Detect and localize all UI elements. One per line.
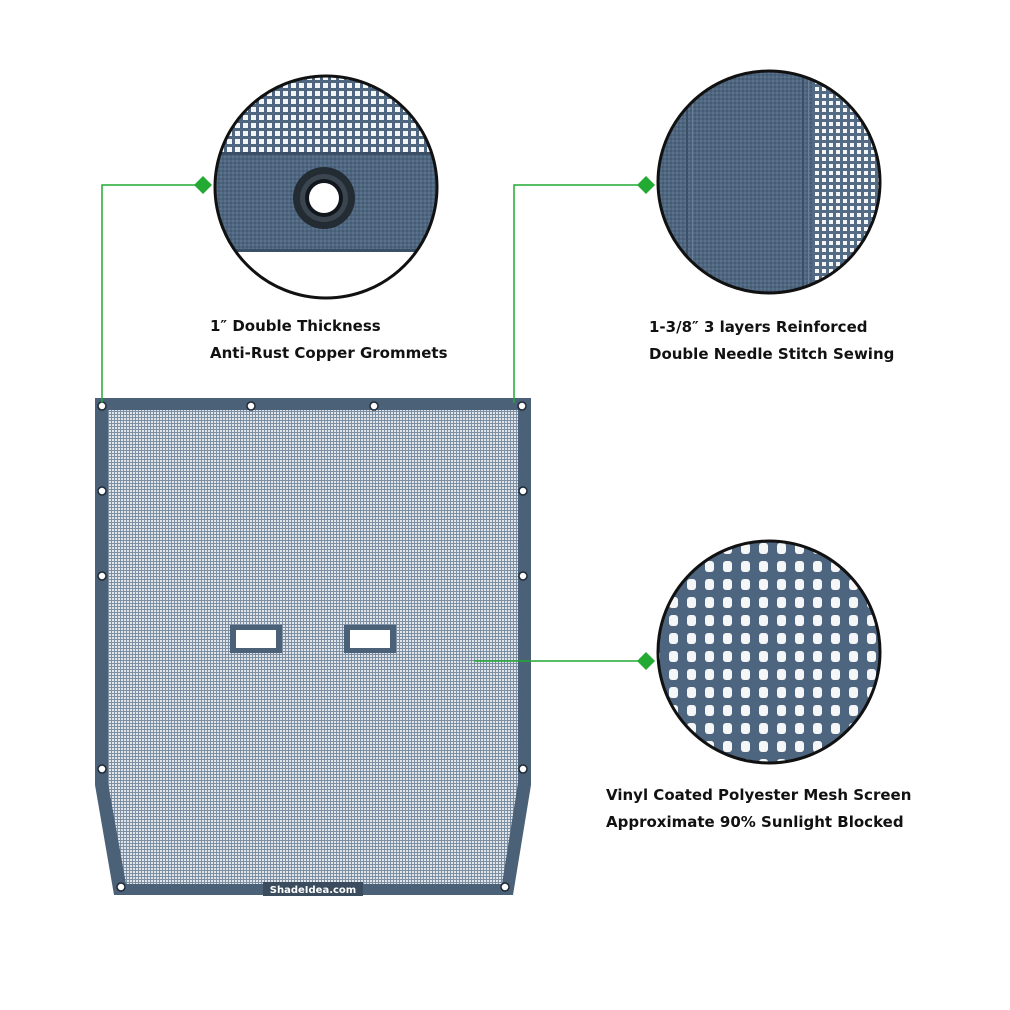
grommets <box>97 401 528 892</box>
grommet <box>97 764 107 774</box>
grommet <box>518 571 528 581</box>
grommet <box>518 764 528 774</box>
grommet <box>517 401 527 411</box>
zoom-circle-stitch <box>656 69 882 295</box>
grommet <box>116 882 126 892</box>
grommet <box>97 486 107 496</box>
caption-mesh-line1: Vinyl Coated Polyester Mesh Screen <box>606 786 912 804</box>
grommet <box>246 401 256 411</box>
caption-stitch: 1-3/8″ 3 layers Reinforced Double Needle… <box>649 314 894 368</box>
callout-diamonds <box>194 176 655 670</box>
callout-line-stitch <box>513 184 645 403</box>
caption-stitch-line2: Double Needle Stitch Sewing <box>649 345 895 363</box>
sunshade-mesh <box>108 410 518 884</box>
caption-stitch-line1: 1-3/8″ 3 layers Reinforced <box>649 318 868 336</box>
diamond-marker <box>194 176 212 194</box>
mirror-cutout-right <box>344 625 396 653</box>
diamond-marker <box>637 652 655 670</box>
caption-mesh-line2: Approximate 90% Sunlight Blocked <box>606 813 904 831</box>
grommet <box>518 486 528 496</box>
zoom-circle-mesh <box>656 539 882 765</box>
grommet <box>369 401 379 411</box>
sunshade-screen: ShadeIdea.com <box>95 398 531 896</box>
caption-grommet-line1: 1″ Double Thickness <box>210 317 381 335</box>
caption-grommet: 1″ Double Thickness Anti-Rust Copper Gro… <box>210 313 448 367</box>
zoom-circle-grommet <box>213 74 439 300</box>
grommet <box>97 571 107 581</box>
callout-line-grommet <box>101 184 202 403</box>
watermark-text: ShadeIdea.com <box>270 885 356 896</box>
grommet <box>500 882 510 892</box>
grommet <box>97 401 107 411</box>
caption-mesh: Vinyl Coated Polyester Mesh Screen Appro… <box>606 782 911 836</box>
mirror-cutout-left <box>230 625 282 653</box>
watermark-badge: ShadeIdea.com <box>263 882 363 896</box>
caption-grommet-line2: Anti-Rust Copper Grommets <box>210 344 448 362</box>
callout-lines <box>101 184 645 662</box>
diamond-marker <box>637 176 655 194</box>
